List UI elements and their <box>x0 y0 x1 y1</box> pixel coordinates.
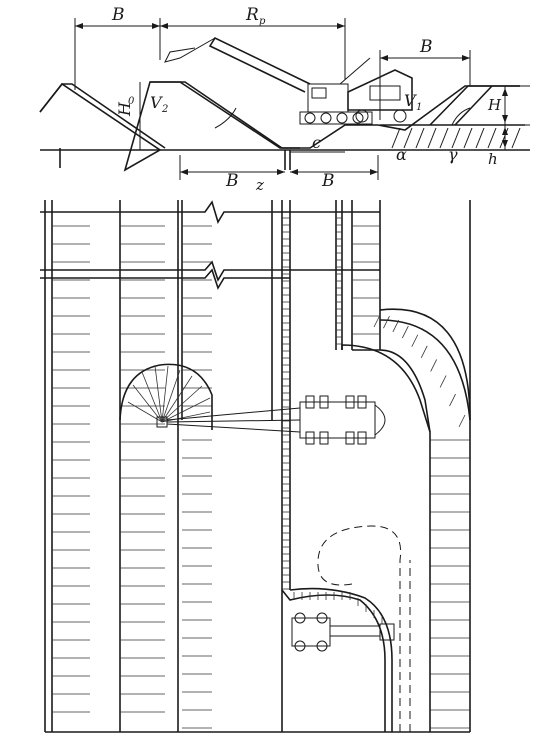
haul-route <box>317 525 402 732</box>
dimension-lines <box>74 18 530 180</box>
slope-angle-arc <box>214 107 237 129</box>
dump-truck-icon <box>347 69 413 123</box>
hatch-line <box>439 375 447 388</box>
hatch-line <box>411 334 419 347</box>
dimension-arrows <box>75 23 508 175</box>
label-b-bottom-left: B <box>225 171 239 191</box>
label-z: z <box>255 176 264 194</box>
label-b-top-right: B <box>419 37 433 57</box>
plan-view <box>40 200 471 733</box>
label-b-top-left: B <box>111 5 125 25</box>
hatch-line <box>420 345 428 359</box>
label-h0-sub: 0 <box>128 96 135 107</box>
middle-column-hatch <box>182 225 212 729</box>
inner-tick-scale <box>282 217 342 590</box>
label-b-bottom-right: B <box>321 171 335 191</box>
section-labels: B R p B H 0 V 2 V 1 H c α γ h B z B <box>111 5 502 194</box>
hatch-line <box>449 393 456 407</box>
right-curve-outer <box>379 319 471 421</box>
pocket-hatch <box>293 592 383 624</box>
curve-hatch <box>373 314 466 428</box>
label-h-upper: H <box>487 96 502 114</box>
hatch-line <box>392 319 400 333</box>
arched-face <box>119 363 213 430</box>
label-h-lower: h <box>488 150 498 168</box>
label-v1: V <box>404 91 417 110</box>
label-v1-sub: 1 <box>416 102 422 113</box>
truck-plan-icon <box>291 612 395 652</box>
lower-pocket <box>281 589 386 732</box>
hatch-line <box>401 325 409 339</box>
label-alpha: α <box>396 145 407 164</box>
label-r-sub: p <box>259 16 266 27</box>
gamma-arc <box>451 107 471 126</box>
excavator-plan-icon <box>299 395 386 445</box>
fan-lines <box>127 365 211 423</box>
middle-bench-slope <box>150 81 300 149</box>
right-column-hatch <box>352 225 470 729</box>
label-v2: V <box>150 93 163 112</box>
excavator-icon <box>164 36 373 125</box>
hatch-line <box>458 414 466 428</box>
left-column-hatch <box>52 225 165 713</box>
cross-section-view: B R p B H 0 V 2 V 1 H c α γ h B z B <box>39 5 530 194</box>
label-v2-sub: 2 <box>161 104 168 115</box>
label-h0: H <box>115 101 134 117</box>
label-gamma: γ <box>448 145 458 164</box>
hatch-line <box>430 359 438 372</box>
hatch-line <box>373 314 381 328</box>
label-r: R <box>245 5 259 25</box>
hatch-line <box>383 316 390 329</box>
label-c: c <box>312 133 321 152</box>
ground-hatch <box>391 127 521 149</box>
left-bench-slope <box>39 83 166 149</box>
